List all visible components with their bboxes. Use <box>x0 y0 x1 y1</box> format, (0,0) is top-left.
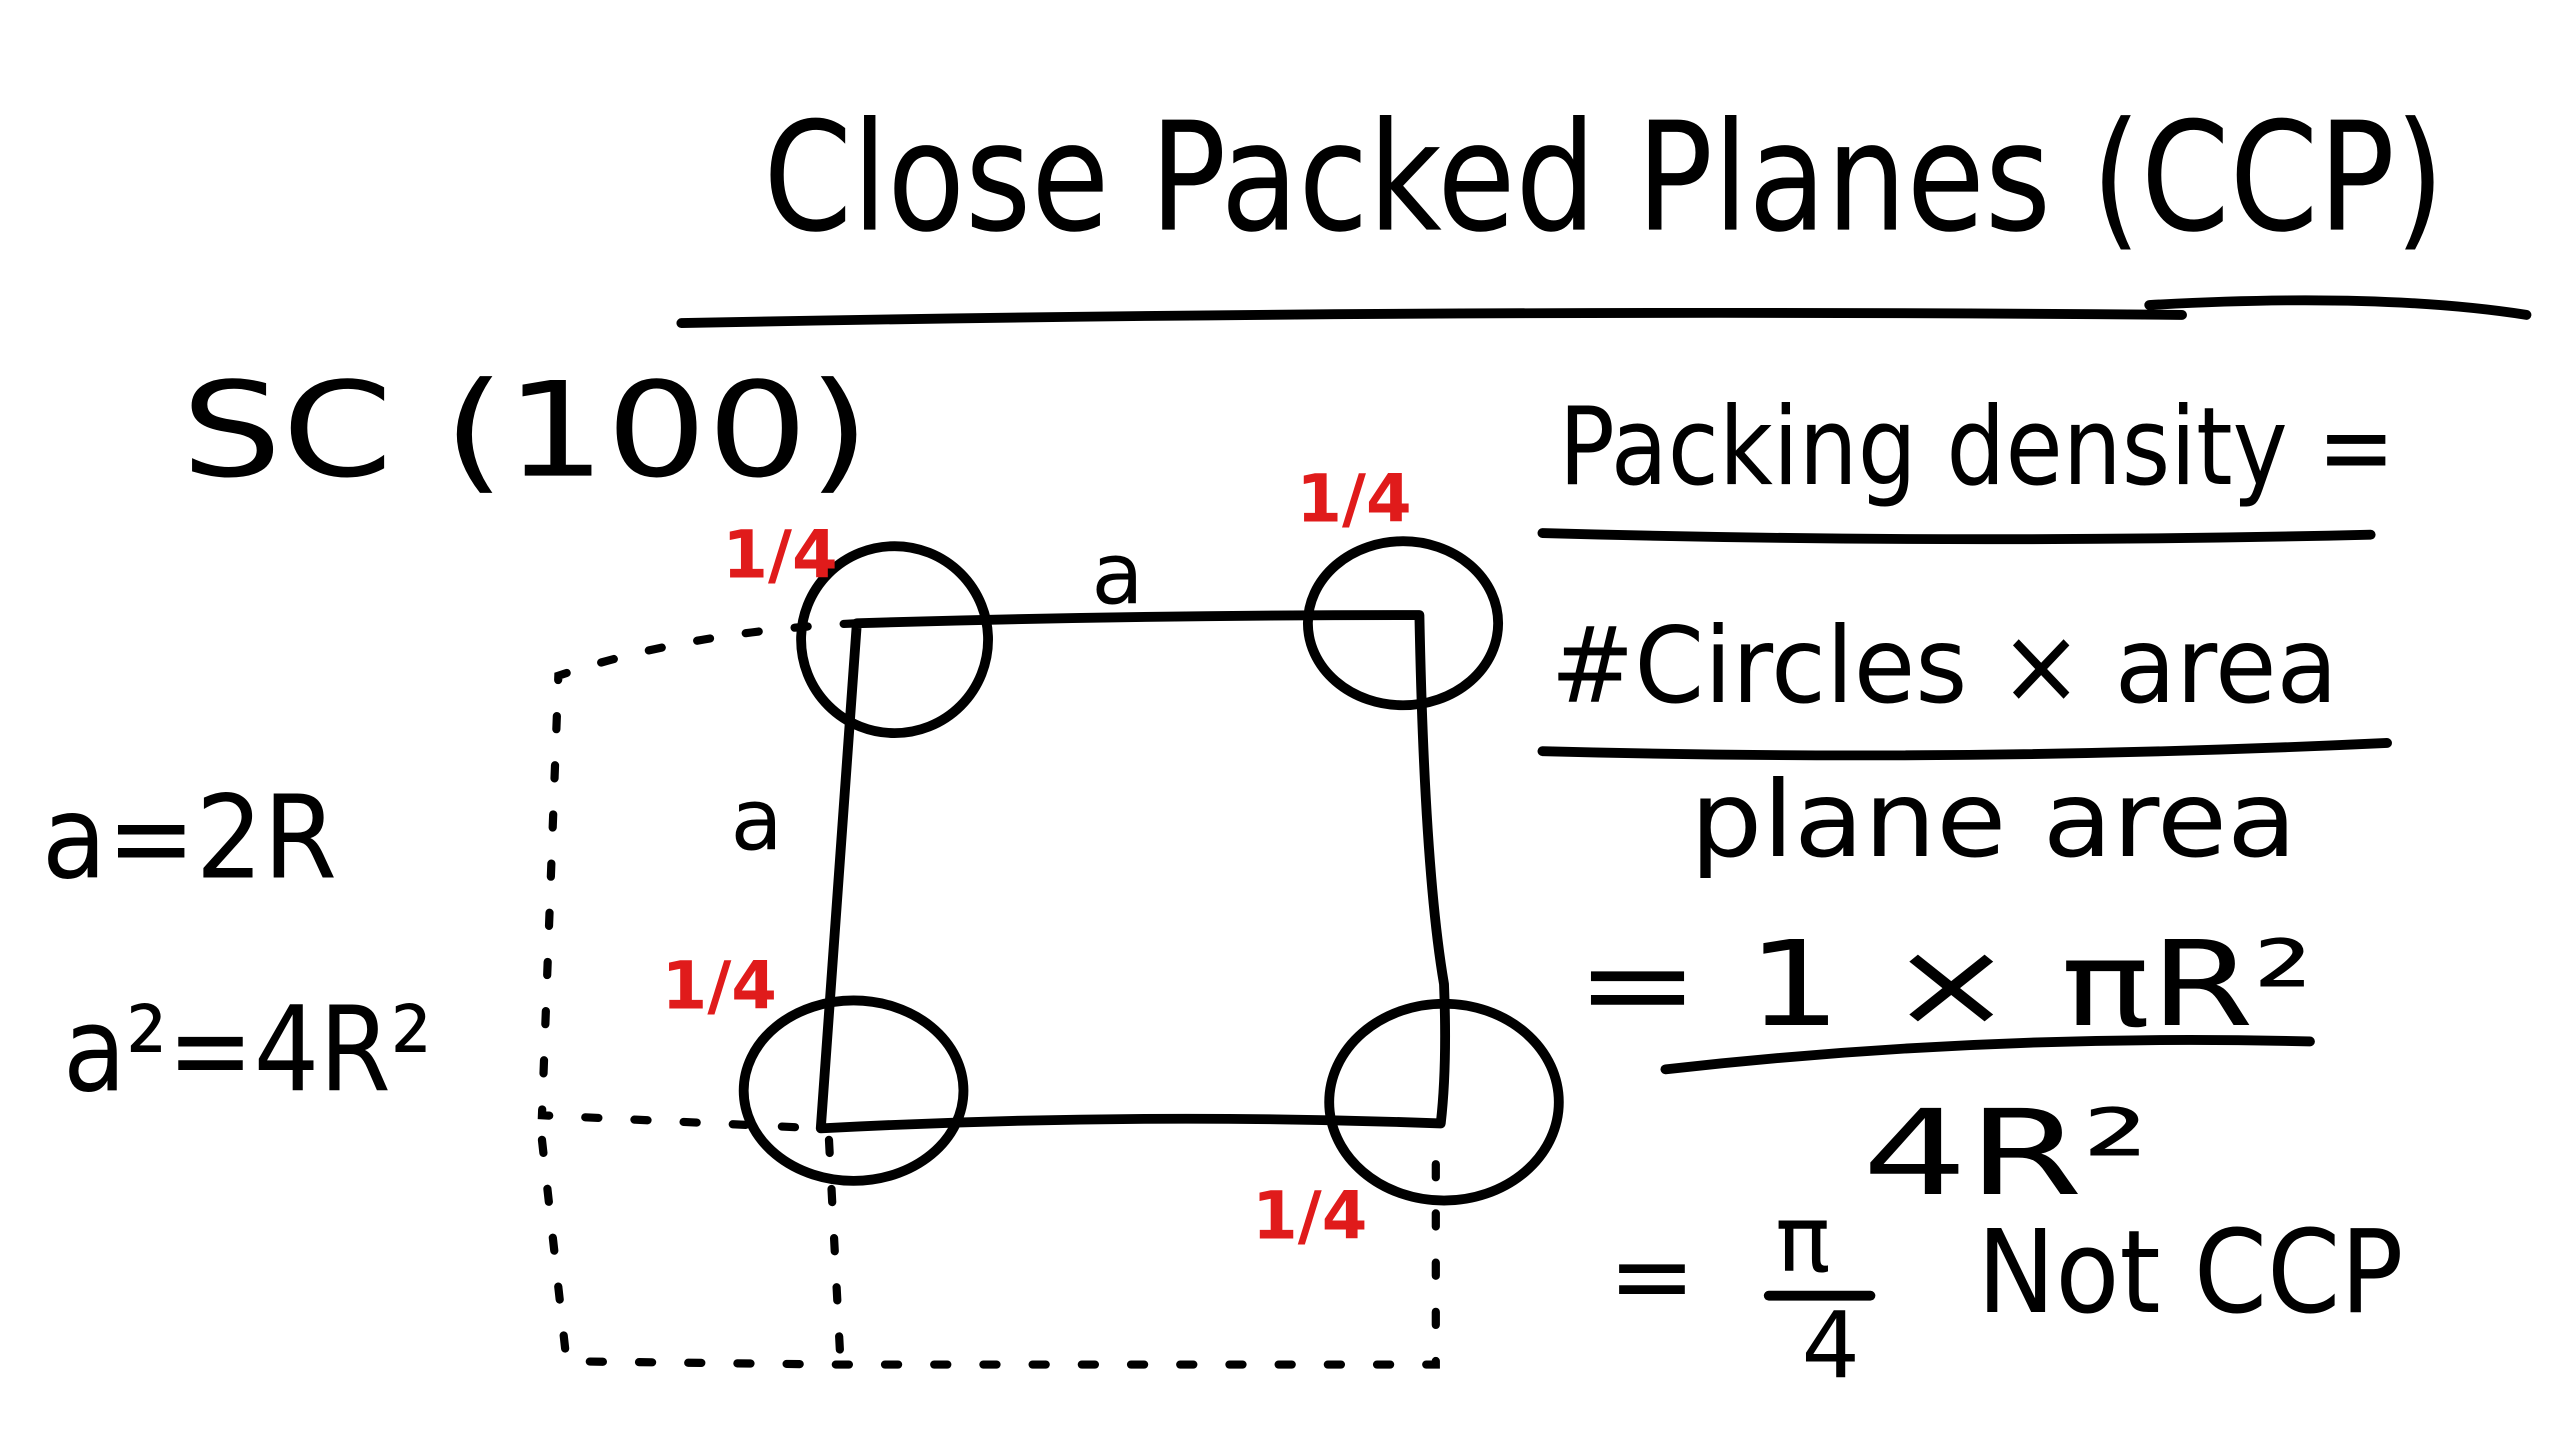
numerator-text: #Circles × area <box>1551 605 2338 727</box>
denominator-text: plane area <box>1690 759 2297 881</box>
corner-fraction-bottom-right: 1/4 <box>1252 1178 1367 1254</box>
fraction-line <box>1537 738 2392 761</box>
result-denominator: 4 <box>1802 1293 1860 1400</box>
result-numerator: π <box>1775 1186 1830 1293</box>
relation-a-2r: a=2R <box>42 771 337 905</box>
title-underline <box>676 295 2532 329</box>
corner-fraction-bottom-left: 1/4 <box>662 949 777 1025</box>
corner-circle-top-left <box>796 541 993 739</box>
side-label-left: a <box>731 772 783 871</box>
result-note: Not CCP <box>1977 1206 2403 1340</box>
calc-fraction-line <box>1660 1035 2315 1075</box>
heading-underline <box>1537 528 2376 545</box>
calc-numerator: = 1 × πR² <box>1575 915 2313 1053</box>
calc-denominator: 4R² <box>1862 1084 2149 1222</box>
corner-circle-bottom-left <box>738 995 969 1186</box>
packing-density-heading: Packing density = <box>1559 384 2395 510</box>
unit-cell-square <box>815 610 1451 1134</box>
dotted-neighbor-cells <box>537 619 1440 1369</box>
corner-circle-top-right <box>1302 536 1504 711</box>
title: Close Packed Planes (CCP) <box>763 90 2444 266</box>
side-label-top: a <box>1091 526 1143 625</box>
corner-fraction-top-right: 1/4 <box>1296 462 1411 538</box>
plane-label: SC (100) <box>181 354 870 507</box>
result-equals: = <box>1608 1215 1696 1337</box>
corner-circle-bottom-right <box>1324 998 1564 1206</box>
corner-fraction-top-left: 1/4 <box>722 517 837 593</box>
relation-a2-4r2: a²=4R² <box>63 981 432 1119</box>
